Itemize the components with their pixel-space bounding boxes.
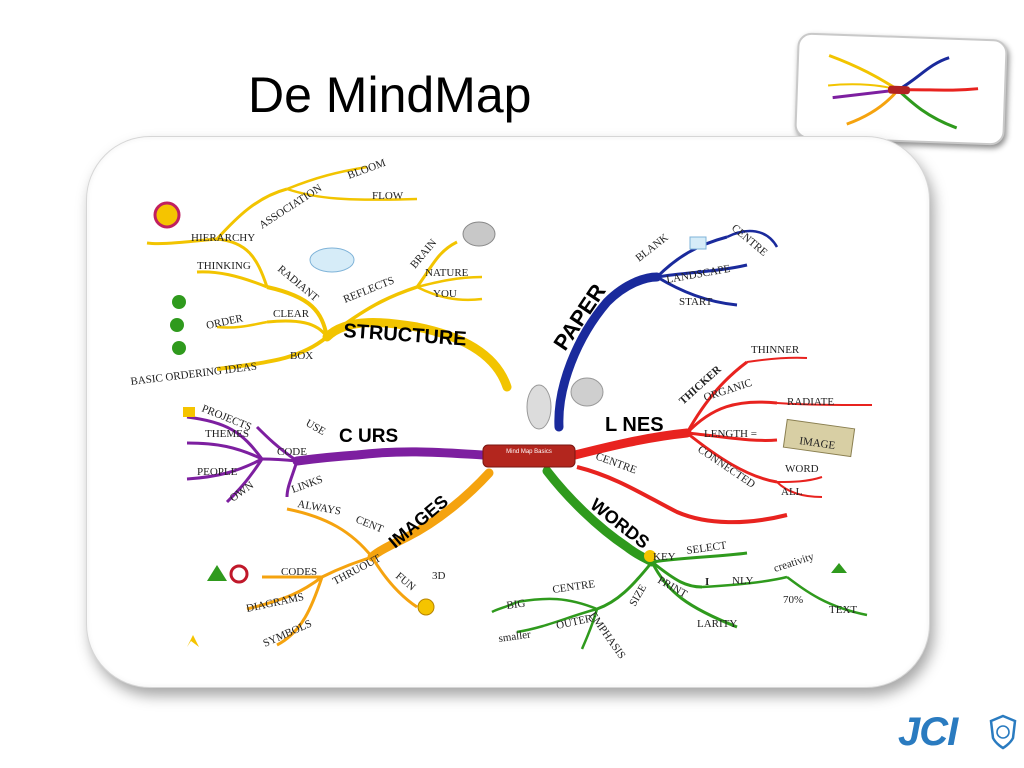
label-blank: BLANK xyxy=(633,232,670,265)
slide-title: De MindMap xyxy=(248,67,532,123)
label-bloom: BLOOM xyxy=(346,157,388,182)
label-thicker: THICKER xyxy=(677,363,724,407)
label-smaller: smaller xyxy=(498,629,532,645)
label-all: ALL xyxy=(781,486,803,498)
label-landscape: LANDSCAPE xyxy=(665,263,731,286)
label-always: ALWAYS xyxy=(296,498,341,517)
branch-colours xyxy=(183,407,488,504)
label-code: CODE xyxy=(277,446,307,458)
label-70-percent: 70% xyxy=(783,594,803,606)
label-box: BOX xyxy=(290,350,313,362)
label-hierarchy: HIERARCHY xyxy=(191,232,255,244)
label-use: USE xyxy=(304,417,328,438)
branch-title-structure: STRUCTURE xyxy=(343,320,468,351)
label-image: IMAGE xyxy=(799,435,837,452)
label-select: SELECT xyxy=(686,539,728,557)
jci-logo-text: JCI xyxy=(898,710,958,754)
label-reflects: REFLECTS xyxy=(342,275,396,306)
label-basic-ordering-ideas: BASIC ORDERING IDEAS xyxy=(130,361,258,388)
label-flow: FLOW xyxy=(372,190,404,202)
label-start: START xyxy=(679,296,713,308)
label-emphasis: EMPHASIS xyxy=(587,610,628,661)
central-image xyxy=(482,377,604,468)
branch-lines xyxy=(570,356,873,525)
label-thinner: THINNER xyxy=(751,344,800,356)
label-symbols: SYMBOLS xyxy=(261,618,313,650)
label-codes: CODES xyxy=(281,566,317,578)
label-centre-words: CENTRE xyxy=(552,578,596,596)
jci-logo: JCI xyxy=(896,702,1022,762)
label-radiate: RADIATE xyxy=(787,396,834,408)
label-word: WORD xyxy=(785,463,819,475)
branch-title-images: IMAGES xyxy=(385,491,452,552)
label-centre-paper: CENTRE xyxy=(729,222,770,259)
label-themes: THEMES xyxy=(205,428,249,440)
label-key: KEY xyxy=(653,551,676,563)
label-larity: LARITY xyxy=(697,618,737,630)
label-big: BIG xyxy=(506,597,526,612)
label-own: OWN xyxy=(228,479,256,504)
branch-images xyxy=(187,468,494,647)
branch-words xyxy=(491,466,868,650)
label-length: LENGTH = xyxy=(704,428,757,440)
label-nature: NATURE xyxy=(425,267,469,279)
label-thinking: THINKING xyxy=(197,260,251,272)
label-creativity: creativity xyxy=(772,550,816,574)
branch-title-lines: L NES xyxy=(605,414,664,436)
branch-paper xyxy=(554,229,779,432)
label-clear: CLEAR xyxy=(273,308,310,320)
label-cent: CENT xyxy=(354,514,385,536)
mindmap-thumbnail xyxy=(794,32,1008,146)
shield-icon xyxy=(989,714,1017,750)
center-label: Mind Map Basics xyxy=(506,449,552,455)
label-diagrams: DIAGRAMS xyxy=(245,591,305,615)
label-order: ORDER xyxy=(205,312,245,332)
label-people: PEOPLE xyxy=(197,466,238,478)
mindmap-card: HIERARCHY ASSOCIATION BLOOM FLOW THINKIN… xyxy=(86,136,930,688)
label-text: TEXT xyxy=(829,604,857,616)
label-connected: CONNECTED xyxy=(695,444,757,491)
branch-structure xyxy=(146,165,512,392)
label-3d: 3D xyxy=(432,570,446,582)
branch-title-colours: C URS xyxy=(339,426,398,447)
label-brain: BRAIN xyxy=(408,237,439,271)
label-you: YOU xyxy=(433,288,457,300)
label-i: I xyxy=(705,576,709,588)
label-nly: NLY xyxy=(732,575,754,587)
label-links: LINKS xyxy=(290,473,325,495)
